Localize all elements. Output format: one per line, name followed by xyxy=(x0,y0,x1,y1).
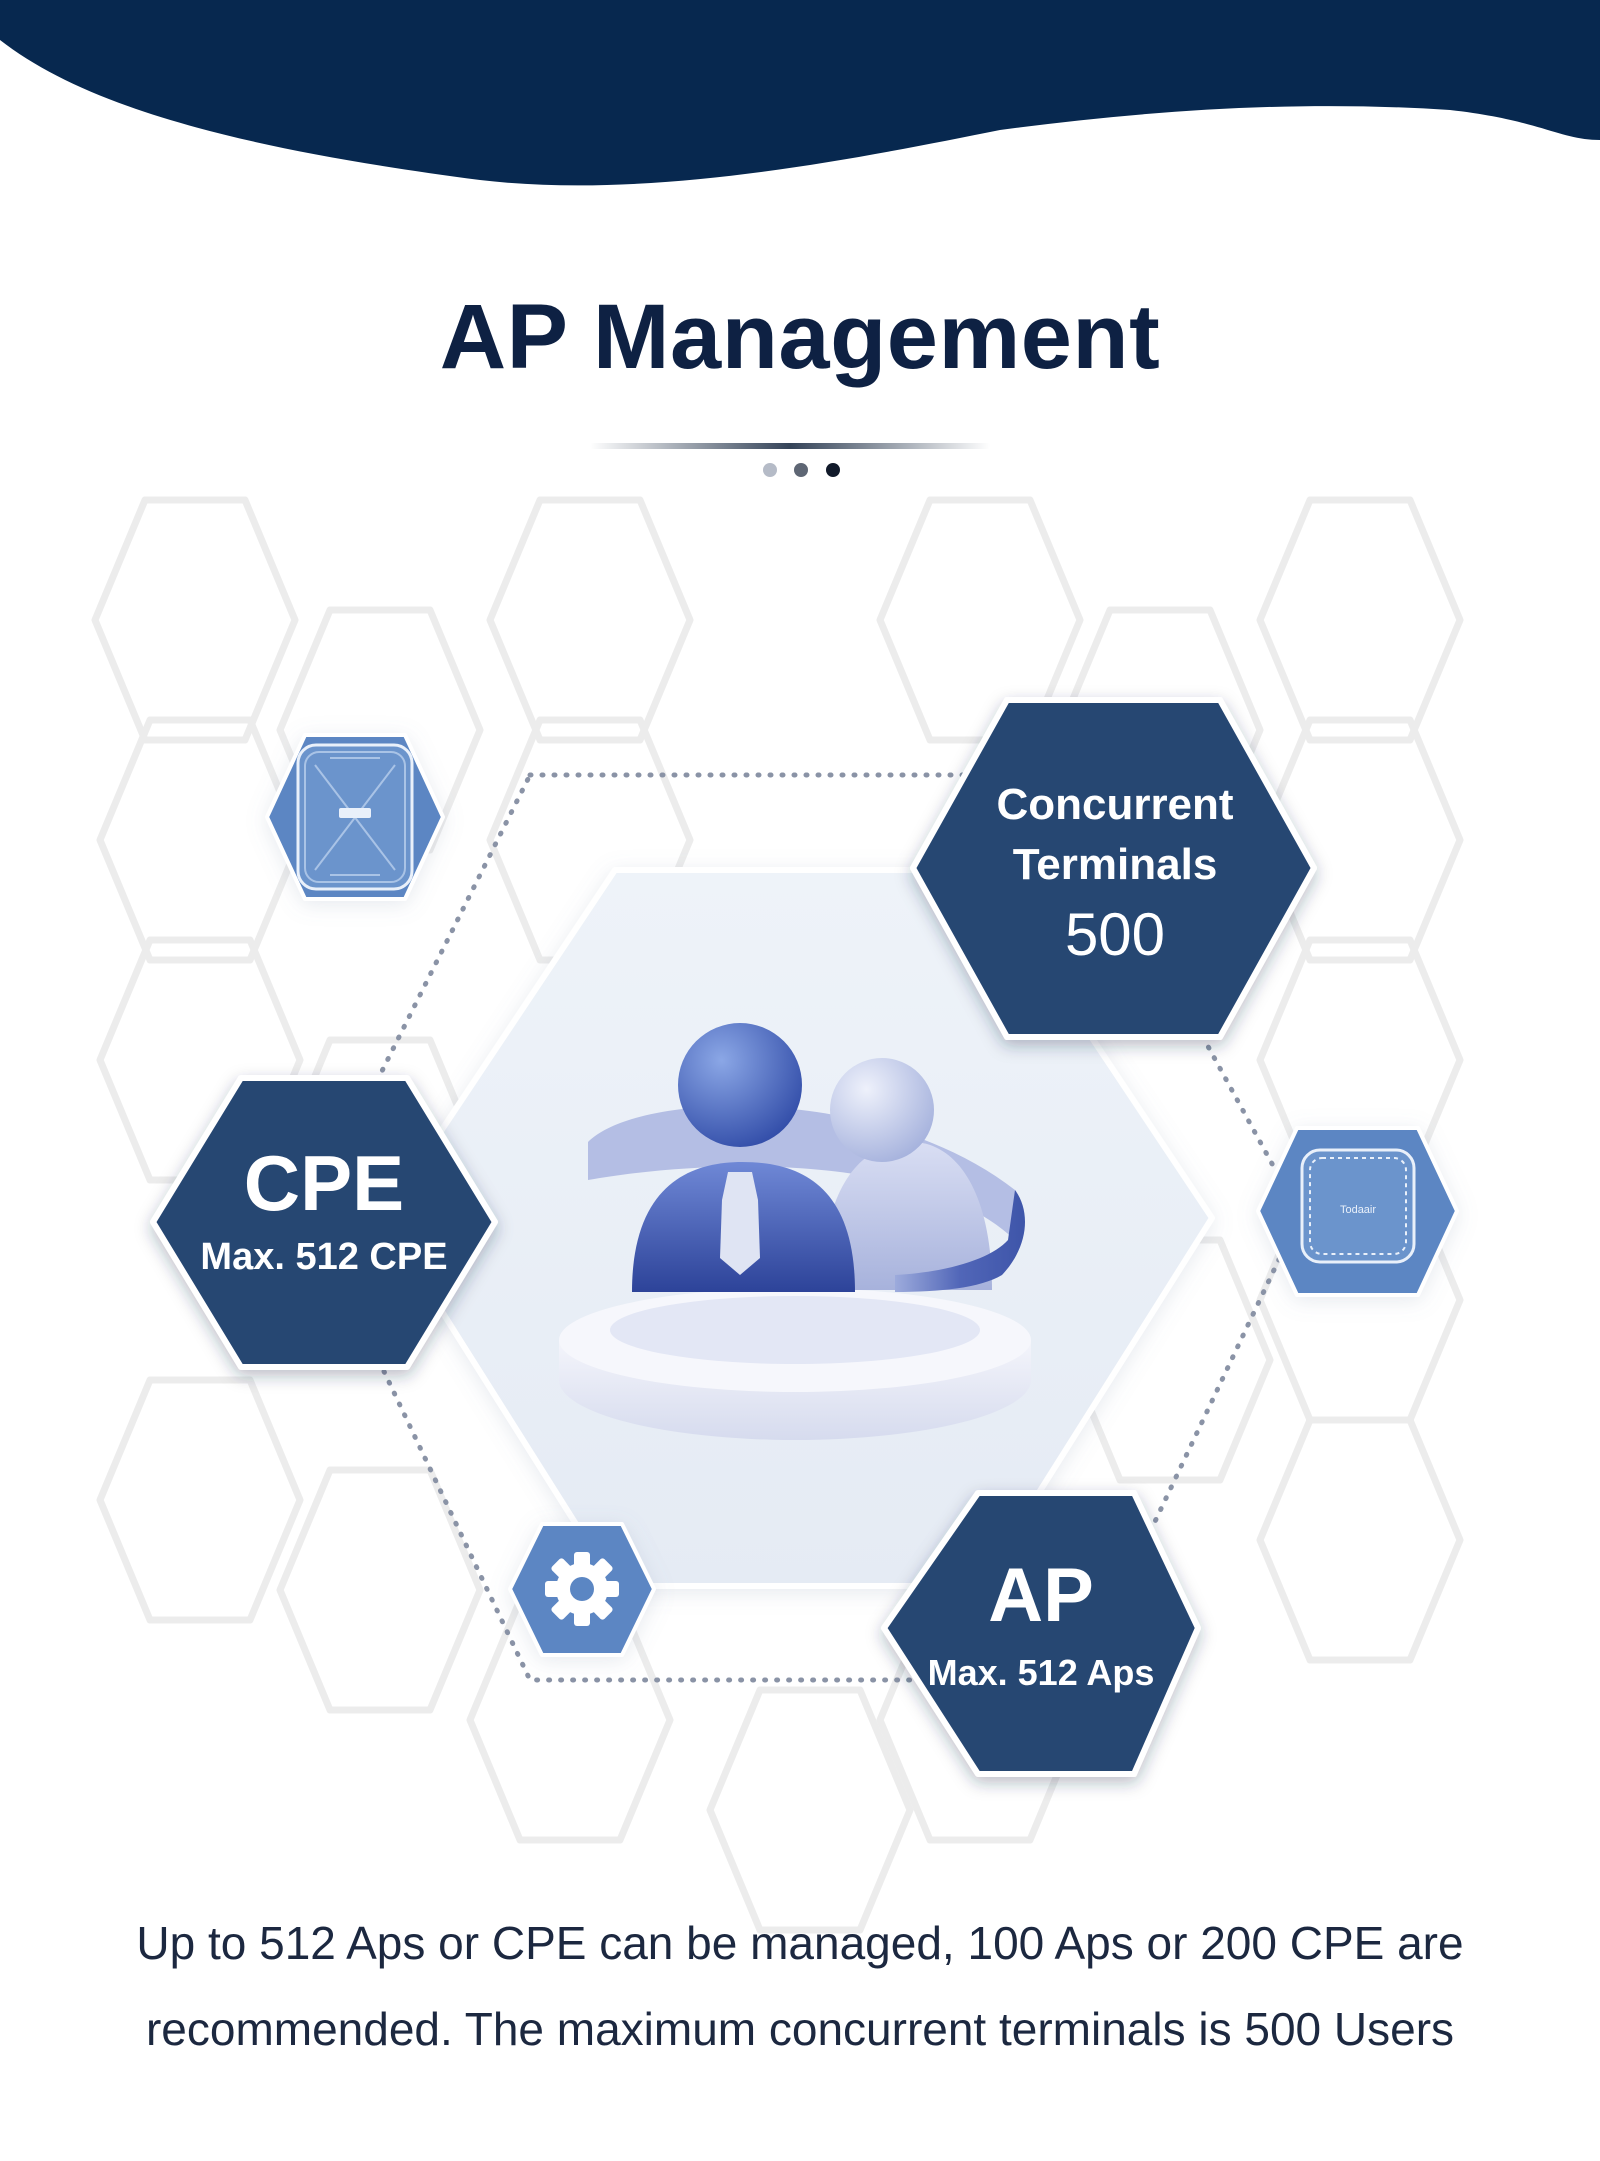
description-line1: Up to 512 Aps or CPE can be managed, 100… xyxy=(136,1917,1464,1969)
ceiling-ap-device-icon xyxy=(1256,1126,1459,1297)
ap-title: AP xyxy=(988,1553,1094,1638)
cpe-subtitle: Max. 512 CPE xyxy=(200,1236,448,1278)
terminals-label: Concurrent Terminals xyxy=(930,775,1300,895)
title-divider xyxy=(590,443,990,449)
outdoor-cpe-device-icon xyxy=(265,733,445,901)
header-wave xyxy=(0,0,1600,186)
ap-subtitle: Max. 512 Aps xyxy=(927,1652,1155,1693)
description: Up to 512 Aps or CPE can be managed, 100… xyxy=(40,1900,1560,2072)
description-line2: recommended. The maximum concurrent term… xyxy=(145,2003,1455,2055)
terminals-label-line2: Terminals xyxy=(1012,840,1218,889)
terminals-label-line1: Concurrent xyxy=(996,780,1234,829)
terminals-value: 500 xyxy=(1064,901,1166,968)
ap-device-brand: Todaair xyxy=(1340,1204,1376,1216)
ap-hexagon xyxy=(881,1490,1201,1777)
page-title: AP Management xyxy=(439,286,1161,388)
cpe-title: CPE xyxy=(243,1139,405,1227)
users-icon xyxy=(559,1023,1031,1440)
gear-icon xyxy=(508,1522,656,1657)
terminals-hexagon xyxy=(910,697,1317,1040)
cpe-hexagon xyxy=(150,1075,498,1370)
pagination-dots xyxy=(763,463,840,477)
